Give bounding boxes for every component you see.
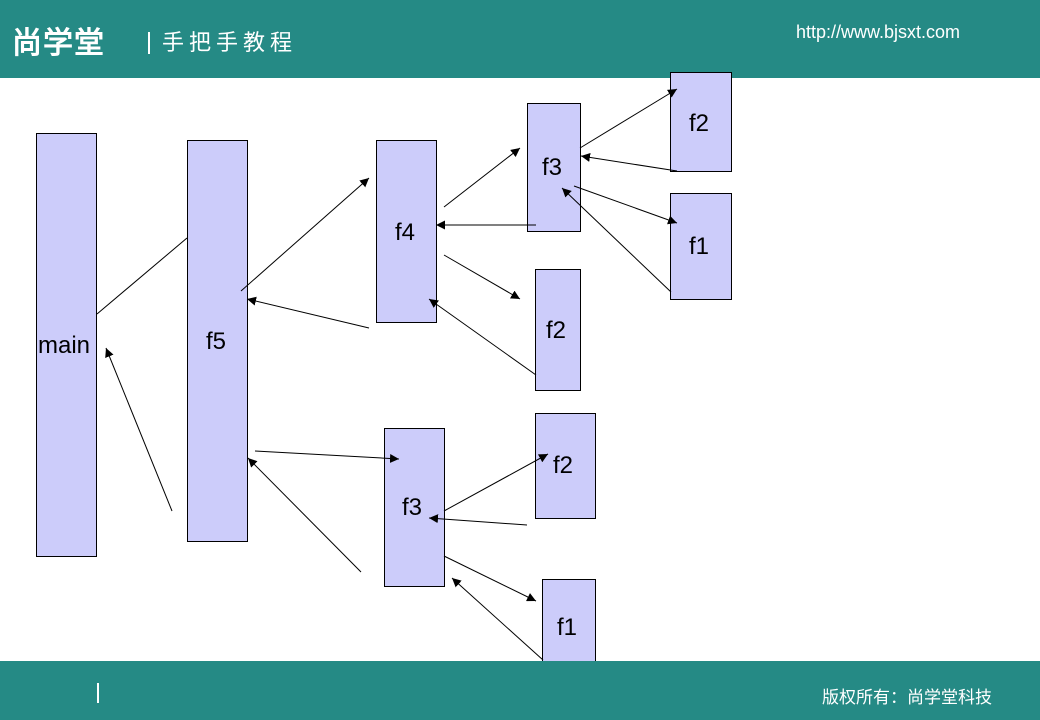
header-bar: 尚学堂 手把手教程 http://www.bjsxt.com [0,0,1040,78]
header-tagline: 手把手教程 [162,31,298,56]
box-f1-top [670,193,732,300]
box-f2-bottom [535,413,596,519]
header-divider [148,32,150,54]
box-f3-bottom [384,428,445,587]
arrow-f3-bottom-to-f5 [247,457,362,573]
box-f2-top [670,72,732,172]
arrow-f5-to-f4 [240,177,370,292]
arrow-f2-bottom-to-f3-bottom [428,514,528,526]
arrow-f1-top-to-f3-top [561,187,672,293]
arrow-f4-to-f3-top [443,147,521,208]
arrow-f3-bottom-to-f2-bottom [443,453,549,512]
arrow-f1-bottom-to-f3-bottom [451,577,544,661]
label-f2-bottom: f2 [553,452,574,479]
arrow-f4-to-f2-mid [443,254,521,300]
label-f4: f4 [395,219,416,246]
label-f1-bottom: f1 [557,614,578,641]
label-f1-top: f1 [689,233,710,260]
footer-divider [97,683,99,703]
label-f3-top: f3 [542,154,563,181]
header-url[interactable]: http://www.bjsxt.com [795,22,960,42]
footer-bar: 版权所有：尚学堂科技 [0,661,1040,720]
arrow-f2-mid-to-f4 [428,298,537,376]
arrow-f3-bottom-to-f1-bottom [443,555,537,602]
label-main: main [38,332,91,359]
arrow-f3-top-to-f1-top [573,185,678,225]
arrow-f5-to-f3-bottom [254,450,400,463]
arrow-f3-top-to-f2-top [579,88,678,149]
brand-logo: 尚学堂 [12,26,105,61]
box-f4 [376,140,437,323]
footer-copyright: 版权所有：尚学堂科技 [822,688,992,708]
label-f2-top: f2 [689,110,710,137]
label-f2-mid: f2 [546,317,567,344]
arrow-f4-to-f5 [246,296,370,329]
line-main-to-f5 [96,237,188,315]
box-main [36,133,97,557]
box-f2-mid [535,269,581,391]
arrow-f5-to-main [105,347,173,512]
box-f3-top [527,103,581,232]
label-f5: f5 [206,328,227,355]
label-f3-bottom: f3 [402,494,423,521]
box-f5 [187,140,248,542]
arrow-f2-top-to-f3-top [580,152,678,172]
